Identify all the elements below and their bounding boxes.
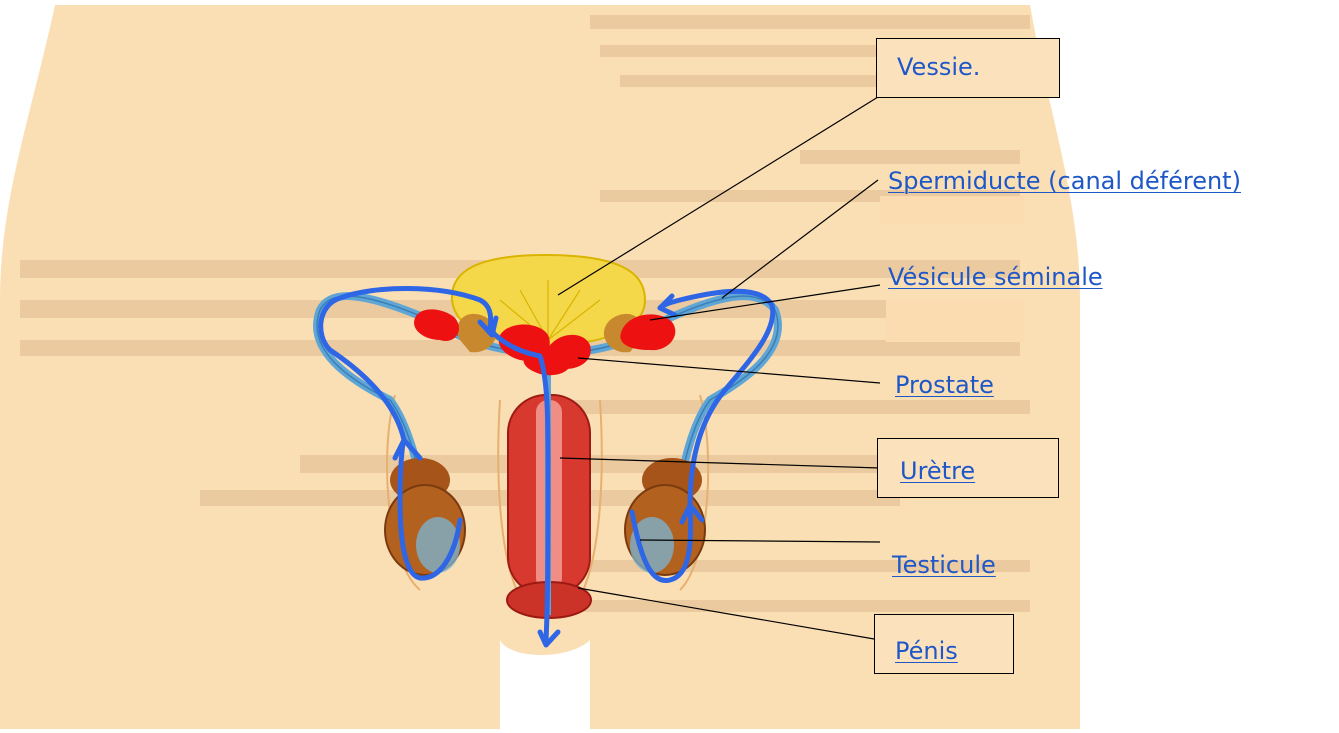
label-vessie[interactable]: Vessie. (897, 52, 980, 82)
vesicule-label-pad (886, 300, 1024, 342)
label-testicule[interactable]: Testicule (892, 550, 996, 580)
label-prostate[interactable]: Prostate (895, 370, 994, 400)
label-penis[interactable]: Pénis (895, 636, 958, 666)
label-vesicule-seminale[interactable]: Vésicule séminale (888, 262, 1103, 292)
label-uretre[interactable]: Urètre (900, 456, 975, 486)
spermiducte-label-pad (880, 196, 1024, 224)
label-spermiducte[interactable]: Spermiducte (canal déférent) (888, 166, 1241, 196)
